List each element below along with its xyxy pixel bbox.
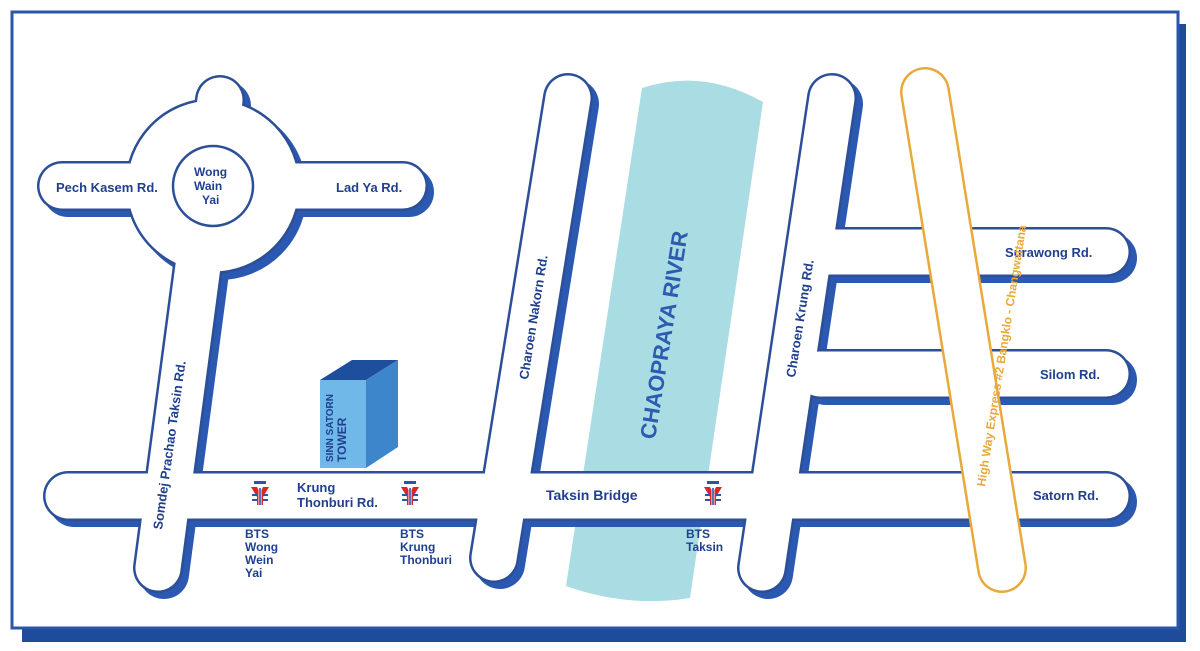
label-krung-thonburi-line1: Krung <box>297 480 335 495</box>
station-label-wong-wein-yai: BTS Wong Wein Yai <box>245 527 278 580</box>
station-wong-wein-yai-line1: BTS <box>245 527 269 541</box>
station-label-taksin: BTS Taksin <box>686 527 723 554</box>
roundabout-label-line1: Wong <box>194 165 227 179</box>
label-surawong-rd: Surawong Rd. <box>1005 245 1092 260</box>
label-taksin-bridge: Taksin Bridge <box>546 487 638 503</box>
station-wong-wein-yai-line2: Wong <box>245 540 278 554</box>
sinn-satorn-tower-building: SINN SATORN TOWER <box>320 360 398 468</box>
station-taksin-line2: Taksin <box>686 540 723 554</box>
station-krung-thonburi-line3: Thonburi <box>400 553 452 567</box>
station-wong-wein-yai-line3: Wein <box>245 553 273 567</box>
station-label-krung-thonburi: BTS Krung Thonburi <box>400 527 452 567</box>
label-lad-ya-rd: Lad Ya Rd. <box>336 180 402 195</box>
label-pech-kasem-rd: Pech Kasem Rd. <box>56 180 158 195</box>
building-label-line2: TOWER <box>335 417 349 462</box>
station-wong-wein-yai-line4: Yai <box>245 566 262 580</box>
label-silom-rd: Silom Rd. <box>1040 367 1100 382</box>
label-satorn-rd: Satorn Rd. <box>1033 488 1099 503</box>
roundabout-label-line3: Yai <box>202 193 219 207</box>
roundabout-label-line2: Wain <box>194 179 222 193</box>
chaopraya-river <box>566 80 763 602</box>
station-taksin-line1: BTS <box>686 527 710 541</box>
building-label-line1: SINN SATORN <box>325 394 336 462</box>
label-krung-thonburi-line2: Thonburi Rd. <box>297 495 378 510</box>
roundabout-center <box>171 144 255 228</box>
station-krung-thonburi-line2: Krung <box>400 540 435 554</box>
expressway-road <box>900 67 1027 593</box>
station-krung-thonburi-line1: BTS <box>400 527 424 541</box>
